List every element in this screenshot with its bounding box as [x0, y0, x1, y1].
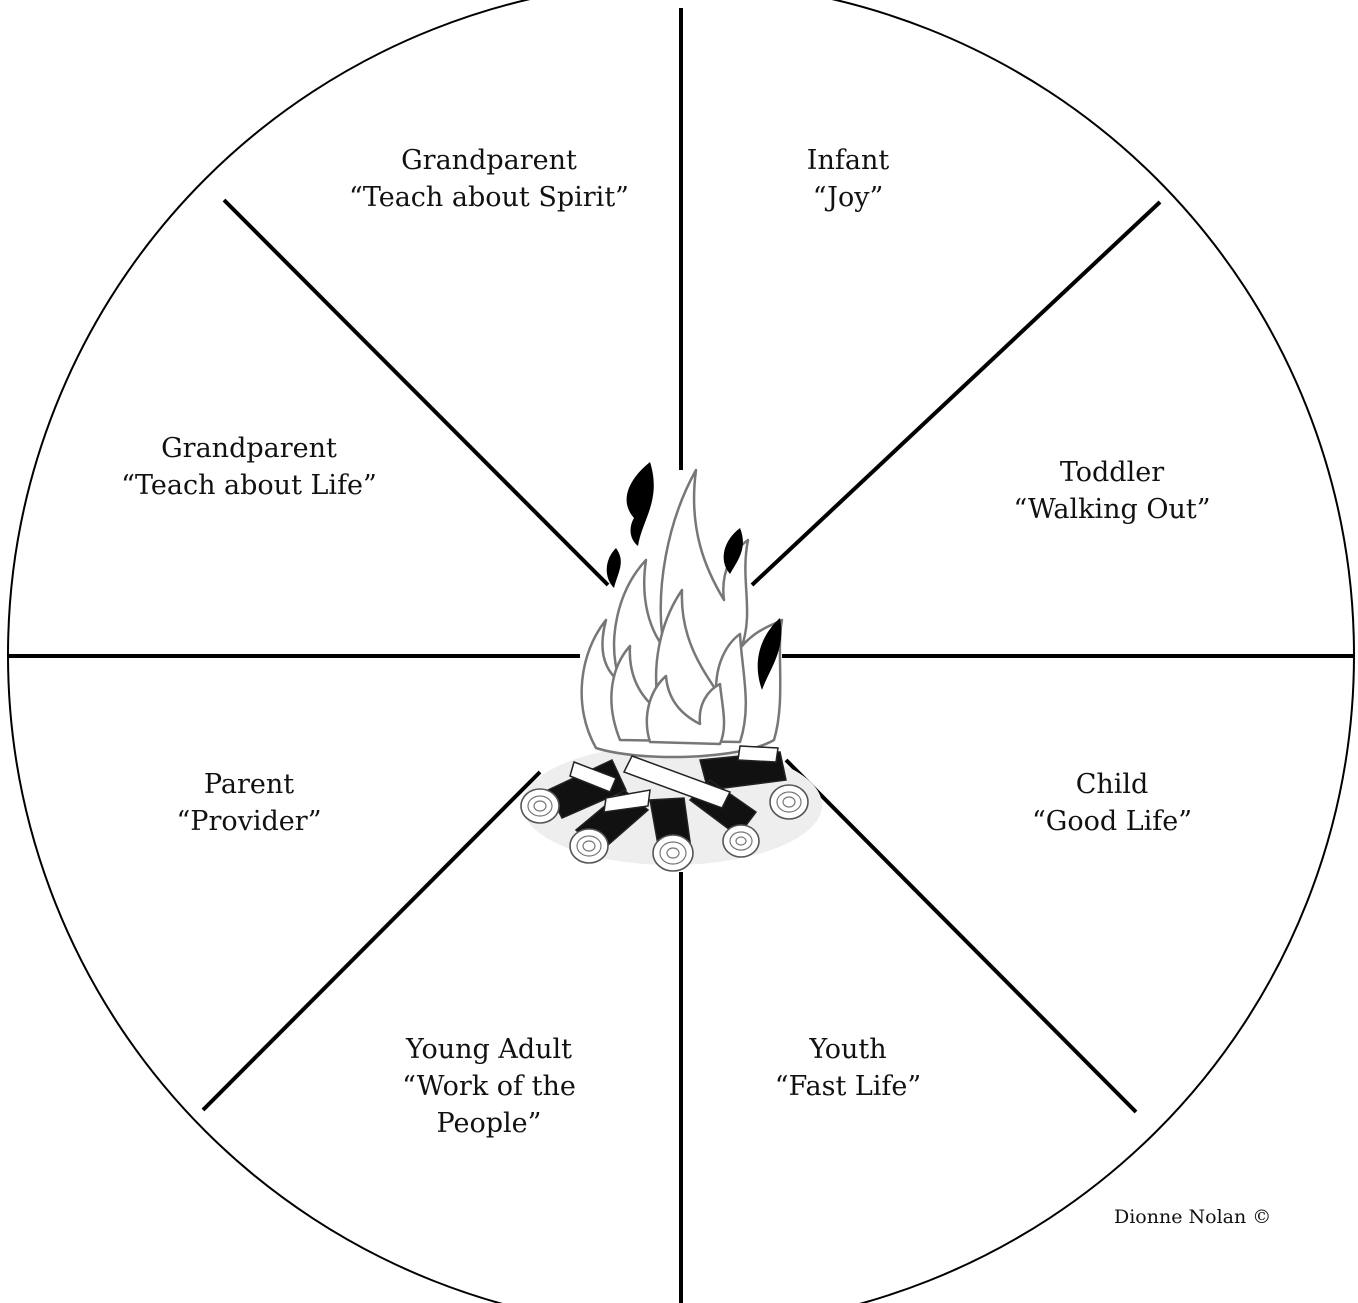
segment-subtitle: “Joy” [807, 179, 889, 216]
segment-subtitle: “Fast Life” [775, 1068, 921, 1105]
segment-label-parent: Parent “Provider” [177, 766, 322, 840]
copyright-credit: Dionne Nolan © [1114, 1206, 1271, 1228]
segment-subtitle: “Teach about Spirit” [349, 179, 629, 216]
segment-label-grandparent-life: Grandparent “Teach about Life” [121, 430, 377, 504]
segment-title: Grandparent [349, 142, 629, 179]
segment-subtitle-line2: People” [402, 1105, 576, 1142]
segment-subtitle: “Provider” [177, 803, 322, 840]
segment-subtitle: “Walking Out” [1013, 491, 1210, 528]
segment-title: Infant [807, 142, 889, 179]
segment-label-young-adult: Young Adult “Work of the People” [402, 1031, 576, 1142]
segment-title: Grandparent [121, 430, 377, 467]
segment-title: Youth [775, 1031, 921, 1068]
segment-label-youth: Youth “Fast Life” [775, 1031, 921, 1105]
segment-label-infant: Infant “Joy” [807, 142, 889, 216]
segment-subtitle: “Teach about Life” [121, 467, 377, 504]
segment-subtitle: “Work of the [402, 1068, 576, 1105]
segment-label-toddler: Toddler “Walking Out” [1013, 454, 1210, 528]
segment-subtitle: “Good Life” [1032, 803, 1192, 840]
segment-title: Child [1032, 766, 1192, 803]
segment-title: Young Adult [402, 1031, 576, 1068]
segment-label-child: Child “Good Life” [1032, 766, 1192, 840]
segment-title: Toddler [1013, 454, 1210, 491]
segment-label-grandparent-spirit: Grandparent “Teach about Spirit” [349, 142, 629, 216]
segment-title: Parent [177, 766, 322, 803]
